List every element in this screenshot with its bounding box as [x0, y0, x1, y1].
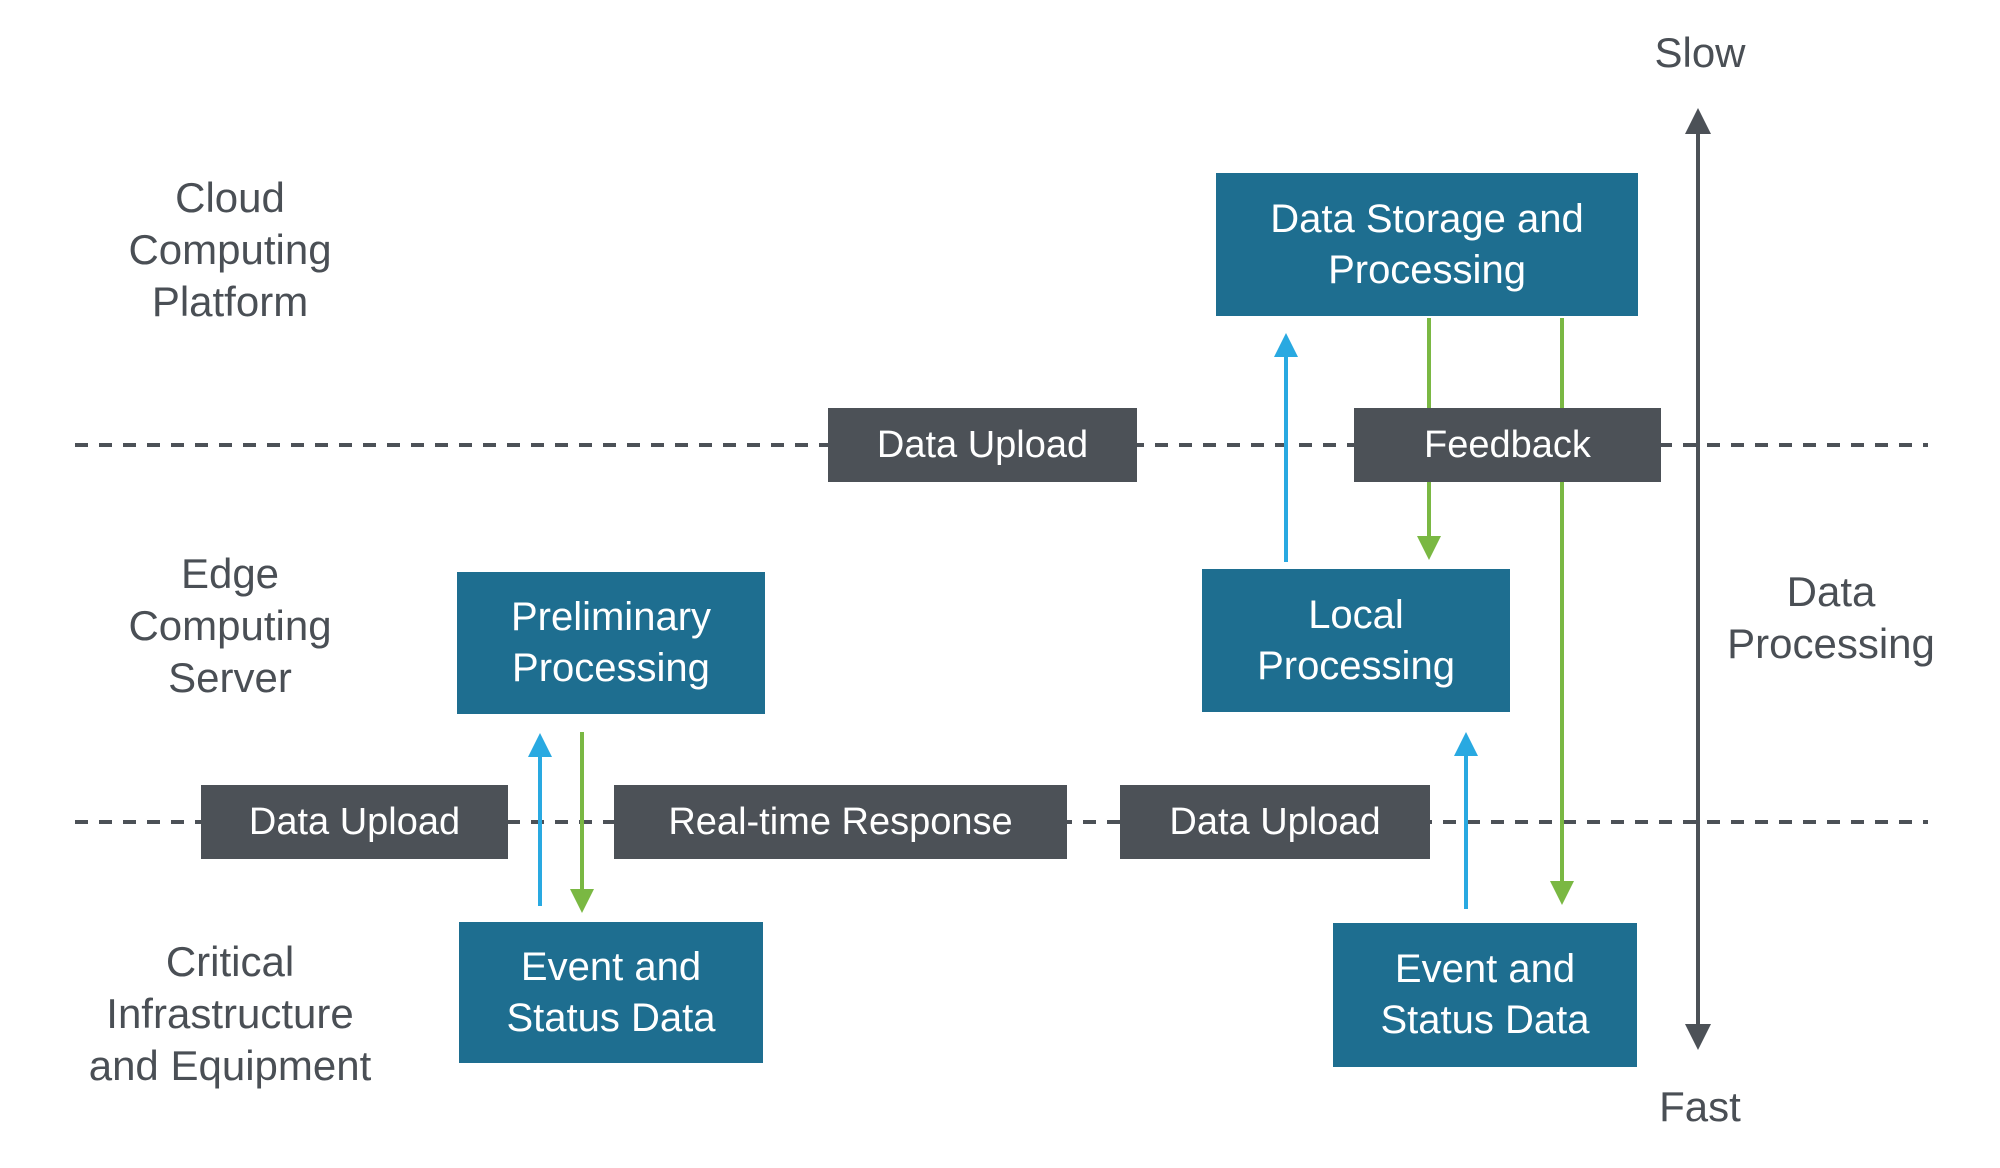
tier-label-edge-computing-server: Edge Computing Server	[128, 550, 332, 701]
arrow-head-feedback-local-icon	[1417, 536, 1441, 560]
axis-label-fast: Fast	[1659, 1083, 1741, 1130]
node-data-storage-processing: Data Storage and Processing	[1216, 173, 1638, 316]
link-label-data-upload-top: Data Upload	[828, 408, 1137, 482]
node-event-status-data-right: Event and Status Data	[1333, 923, 1637, 1067]
link-label-realtime-response: Real-time Response	[614, 785, 1067, 859]
arrow-head-feedback-event-icon	[1550, 881, 1574, 905]
arrow-data-upload-mid	[1284, 355, 1288, 562]
arrow-head-data-upload-left-icon	[528, 733, 552, 757]
axis-arrow-top-icon	[1685, 108, 1711, 134]
axis-label-slow: Slow	[1654, 29, 1746, 76]
axis-arrow-bottom-icon	[1685, 1024, 1711, 1050]
arrow-feedback-to-event	[1560, 318, 1564, 881]
node-local-processing: Local Processing	[1202, 569, 1510, 712]
link-label-feedback: Feedback	[1354, 408, 1661, 482]
arrow-head-data-upload-right-icon	[1454, 732, 1478, 756]
axis-arrow-line	[1696, 130, 1700, 1026]
arrow-head-realtime-response-icon	[570, 889, 594, 913]
axis-label-data-processing: Data Processing	[1727, 568, 1935, 667]
arrow-data-upload-left	[538, 755, 542, 906]
link-label-data-upload-left: Data Upload	[201, 785, 508, 859]
node-event-status-data-left: Event and Status Data	[459, 922, 763, 1063]
node-preliminary-processing: Preliminary Processing	[457, 572, 765, 714]
link-label-data-upload-right: Data Upload	[1120, 785, 1430, 859]
tier-label-cloud-computing-platform: Cloud Computing Platform	[128, 174, 332, 325]
arrow-realtime-response-left	[580, 732, 584, 889]
tier-label-critical-infrastructure: Critical Infrastructure and Equipment	[88, 938, 372, 1089]
arrow-head-data-upload-mid-icon	[1274, 333, 1298, 357]
arrow-data-upload-right	[1464, 754, 1468, 909]
